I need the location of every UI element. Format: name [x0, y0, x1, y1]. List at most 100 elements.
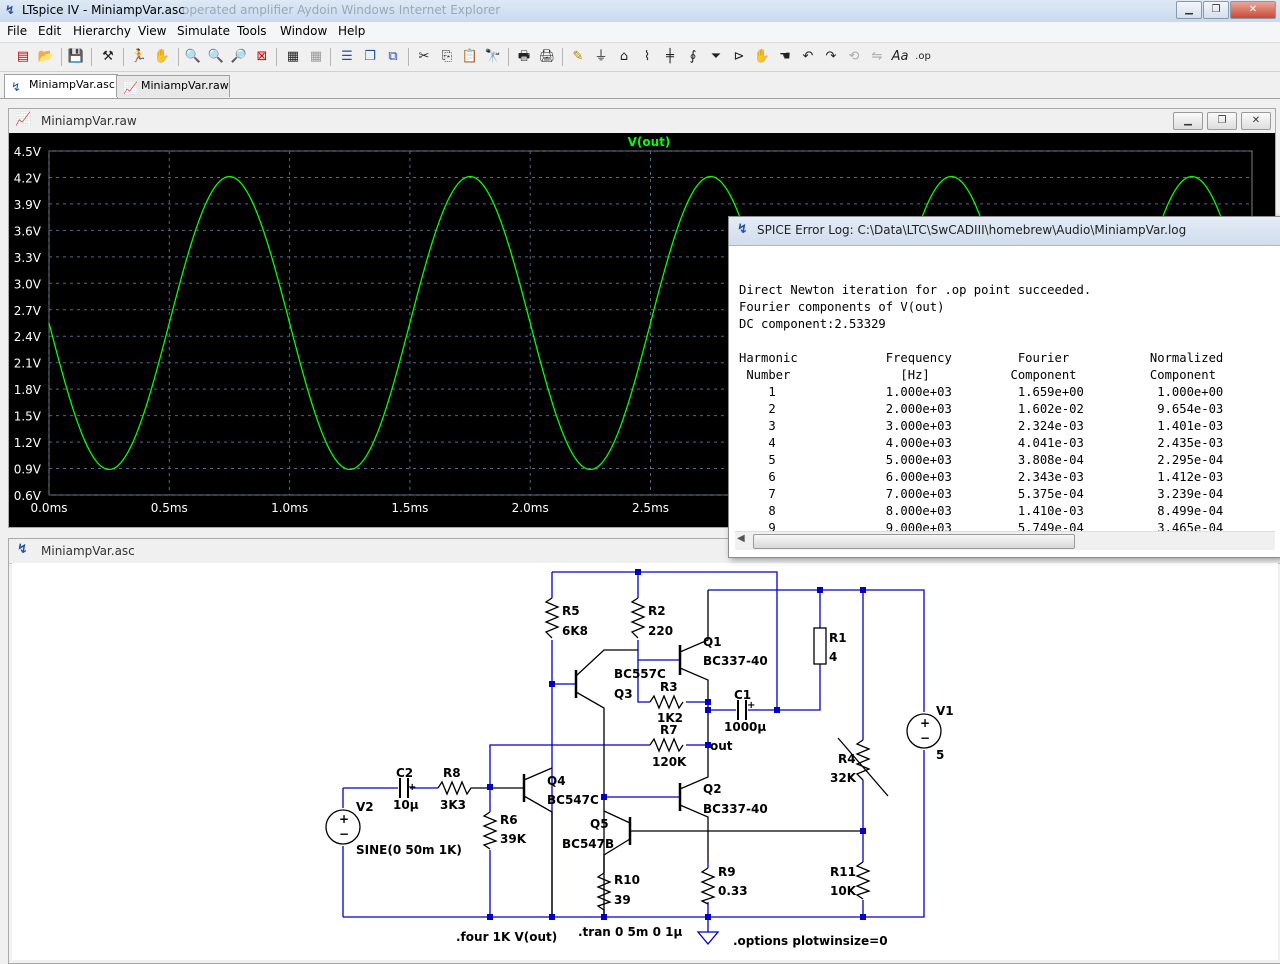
- v1-minus-mark: −: [920, 731, 930, 745]
- text-icon[interactable]: Aa: [891, 49, 909, 64]
- menu-view[interactable]: View: [138, 24, 167, 38]
- voltage-source-v2[interactable]: [325, 809, 361, 845]
- redo-icon[interactable]: ↷: [825, 49, 837, 64]
- menu-edit[interactable]: Edit: [38, 24, 62, 38]
- zoom-out-icon[interactable]: 🔎: [230, 49, 248, 64]
- paste-icon[interactable]: 📋: [461, 49, 479, 64]
- spice-directive-tran[interactable]: .tran 0 5m 0 1µ: [578, 925, 682, 939]
- capacitor-icon[interactable]: ╪: [666, 49, 674, 64]
- diode-icon[interactable]: ⏷: [710, 49, 722, 64]
- autorange-icon[interactable]: ▦: [286, 49, 300, 64]
- horizontal-scrollbar[interactable]: ◀: [735, 531, 1275, 550]
- schematic-drawing[interactable]: R5 6K8 R2 220 Q1 BC337-40 R1 4 Q3 BC557C…: [12, 563, 1278, 960]
- wire: [489, 744, 708, 787]
- waveform-minimize-button[interactable]: ▁: [1173, 112, 1203, 130]
- waveform-window-header[interactable]: 📈 MiniampVar.raw ▁ ❐ ✕: [9, 109, 1275, 134]
- copy-icon[interactable]: ⎘: [441, 49, 453, 64]
- minimize-icon: ▁: [1185, 4, 1193, 15]
- r2-value: 220: [648, 624, 673, 638]
- r2-ref: R2: [648, 604, 666, 618]
- resistor-icon[interactable]: ⌇: [643, 49, 651, 64]
- voltage-source-v1[interactable]: [906, 713, 942, 749]
- print-icon[interactable]: 🖨: [538, 49, 556, 64]
- zoom-pan-icon[interactable]: 🔍: [207, 49, 225, 64]
- capacitor-c1[interactable]: [737, 700, 747, 720]
- save-icon[interactable]: 💾: [67, 49, 85, 64]
- close-button[interactable]: ✕: [1230, 1, 1276, 19]
- resistor-r2[interactable]: [630, 597, 646, 639]
- error-log-title-bar[interactable]: ↯ SPICE Error Log: C:\Data\LTC\SwCADIII\…: [729, 217, 1280, 246]
- r1-value: 4: [829, 650, 837, 664]
- menu-file[interactable]: File: [7, 24, 28, 38]
- drag-icon[interactable]: ☚: [779, 49, 791, 64]
- cascade-icon[interactable]: ❐: [364, 49, 376, 64]
- menu-help[interactable]: Help: [338, 24, 366, 38]
- minimize-button[interactable]: ▁: [1176, 1, 1202, 19]
- zoom-in-icon[interactable]: 🔍: [184, 49, 202, 64]
- menu-tools[interactable]: Tools: [237, 24, 267, 38]
- resistor-r6[interactable]: [482, 811, 498, 850]
- resistor-r7[interactable]: [649, 737, 684, 753]
- menu-simulate[interactable]: Simulate: [177, 24, 231, 38]
- menu-window[interactable]: Window: [280, 24, 328, 38]
- tab-schematic[interactable]: ↯ MiniampVar.asc: [4, 74, 118, 98]
- error-log-line: Number [Hz] Component Component: [739, 368, 1216, 382]
- q2-value: BC337-40: [703, 802, 768, 816]
- run-icon[interactable]: 🏃: [130, 49, 148, 64]
- y-tick-label: 4.5V: [14, 145, 42, 159]
- resistor-r11[interactable]: [855, 861, 871, 900]
- window-title-bar[interactable]: ↯ LTspice IV - MiniampVar.asc operated a…: [0, 0, 1280, 23]
- menu-hierarchy[interactable]: Hierarchy: [73, 24, 132, 38]
- wire-icon[interactable]: ✎: [572, 49, 584, 64]
- scroll-left-icon[interactable]: ◀: [737, 533, 745, 544]
- tile-horizontal-icon[interactable]: ☰: [341, 49, 353, 64]
- waveform-close-button[interactable]: ✕: [1241, 112, 1271, 130]
- resistor-r9[interactable]: [700, 867, 716, 905]
- resistor-r10[interactable]: [596, 872, 612, 917]
- q2-ref: Q2: [703, 782, 722, 796]
- ground-symbol[interactable]: [696, 931, 720, 946]
- inductor-icon[interactable]: ∮: [689, 49, 697, 64]
- scrollbar-thumb[interactable]: [753, 534, 1075, 549]
- r3-ref: R3: [660, 680, 678, 694]
- capacitor-c2[interactable]: [399, 778, 409, 798]
- resistor-r4[interactable]: [855, 739, 871, 781]
- spice-directive-four[interactable]: .four 1K V(out): [456, 930, 557, 944]
- c1-polarity-mark: +: [747, 700, 755, 711]
- tab-waveform[interactable]: 📈 MiniampVar.raw: [116, 75, 230, 97]
- autorange-alt-icon[interactable]: ▦: [309, 49, 323, 64]
- ground-icon[interactable]: ⏚: [594, 49, 608, 64]
- resistor-r8[interactable]: [437, 780, 524, 796]
- rotate-icon[interactable]: ⟲: [848, 49, 860, 64]
- new-schematic-icon[interactable]: ▤: [16, 49, 30, 64]
- y-tick-label: 2.7V: [14, 304, 42, 318]
- resistor-r3[interactable]: [649, 694, 684, 710]
- spice-directive-options[interactable]: .options plotwinsize=0: [733, 934, 888, 948]
- zoom-fit-icon[interactable]: ⊠: [256, 49, 268, 64]
- resistor-r1[interactable]: [813, 627, 827, 665]
- cut-icon[interactable]: ✂: [418, 49, 430, 64]
- open-icon[interactable]: 📂: [37, 49, 55, 64]
- v2-minus-mark: −: [339, 827, 349, 841]
- schematic-canvas[interactable]: R5 6K8 R2 220 Q1 BC337-40 R1 4 Q3 BC557C…: [12, 563, 1278, 960]
- print-preview-icon[interactable]: 🖶: [517, 49, 531, 64]
- error-log-title: SPICE Error Log: C:\Data\LTC\SwCADIII\ho…: [757, 223, 1187, 237]
- waveform-restore-button[interactable]: ❐: [1207, 112, 1237, 130]
- spice-error-log-window[interactable]: ↯ SPICE Error Log: C:\Data\LTC\SwCADIII\…: [728, 216, 1280, 558]
- label-icon[interactable]: ⌂: [619, 49, 629, 64]
- move-icon[interactable]: ✋: [753, 49, 771, 64]
- control-panel-icon[interactable]: ⚒: [102, 49, 114, 64]
- find-icon[interactable]: 🔭: [484, 49, 502, 64]
- spice-directive-icon[interactable]: .op: [915, 51, 931, 62]
- error-log-line: 4 4.000e+03 4.041e-03 2.435e-03: [739, 436, 1224, 450]
- tile-icon[interactable]: ⧉: [388, 49, 398, 64]
- trace-name-label[interactable]: V(out): [628, 135, 671, 149]
- net-label-out[interactable]: out: [710, 739, 733, 753]
- halt-icon[interactable]: ✋: [153, 49, 171, 64]
- resistor-r5[interactable]: [544, 597, 560, 639]
- component-icon[interactable]: ⊳: [733, 49, 745, 64]
- mirror-icon[interactable]: ⇋: [871, 49, 883, 64]
- undo-icon[interactable]: ↶: [802, 49, 814, 64]
- maximize-button[interactable]: ❐: [1203, 1, 1229, 19]
- potentiometer-arrow: [837, 737, 889, 797]
